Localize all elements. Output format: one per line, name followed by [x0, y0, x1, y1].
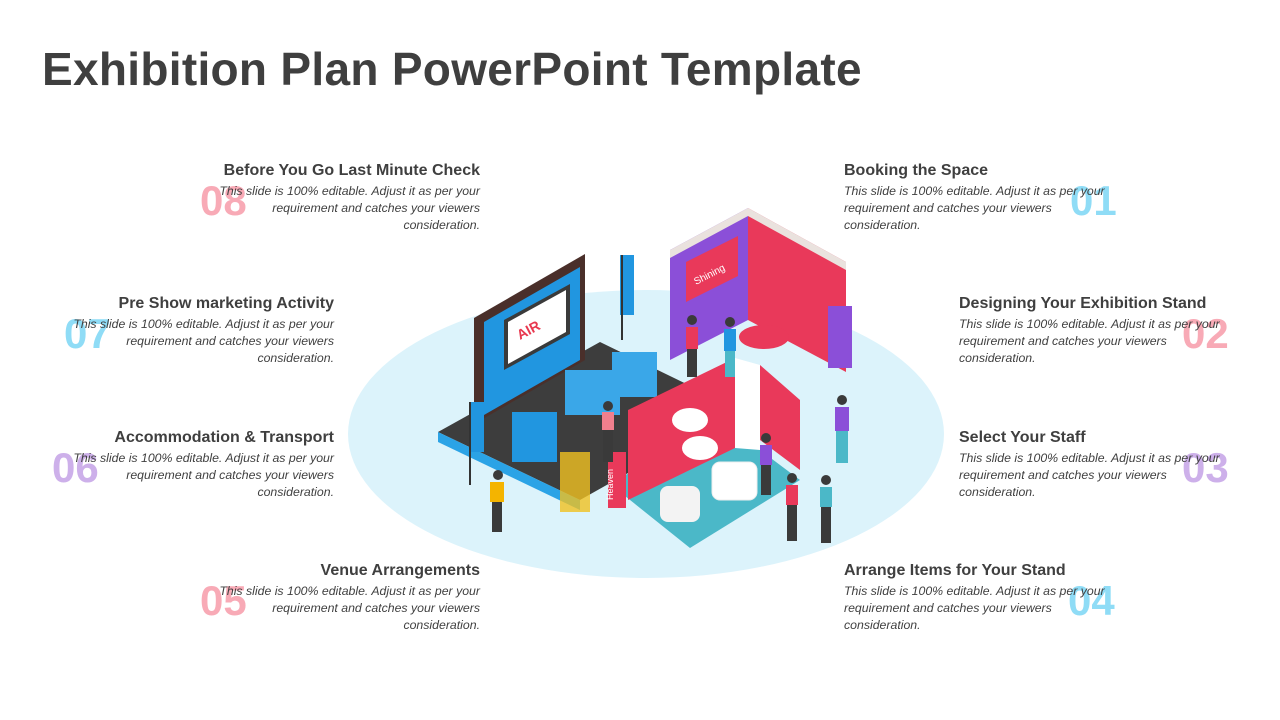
step-title: Venue Arrangements: [320, 562, 480, 579]
step-08: Before You Go Last Minute Check This sli…: [210, 162, 480, 234]
step-01: Booking the Space This slide is 100% edi…: [844, 162, 1114, 234]
step-text: This slide is 100% editable. Adjust it a…: [73, 451, 334, 499]
step-04: Arrange Items for Your Stand This slide …: [844, 562, 1114, 634]
step-text: This slide is 100% editable. Adjust it a…: [219, 584, 480, 632]
step-number-07: 07: [64, 310, 111, 357]
step-text: This slide is 100% editable. Adjust it a…: [219, 184, 480, 232]
step-02: Designing Your Exhibition Stand This sli…: [959, 295, 1229, 367]
step-number-04: 04: [1068, 577, 1115, 624]
step-title: Before You Go Last Minute Check: [223, 162, 480, 179]
step-text: This slide is 100% editable. Adjust it a…: [844, 584, 1105, 632]
step-text: This slide is 100% editable. Adjust it a…: [73, 317, 334, 365]
step-number-03: 03: [1182, 444, 1229, 491]
step-number-06: 06: [52, 444, 99, 491]
step-06: Accommodation & Transport This slide is …: [64, 429, 334, 501]
step-title: Booking the Space: [844, 162, 989, 179]
heaven-sign: Heaven: [605, 469, 615, 500]
step-title: Designing Your Exhibition Stand: [959, 295, 1207, 312]
step-number-05: 05: [200, 577, 247, 624]
step-number-02: 02: [1182, 310, 1229, 357]
step-title: Accommodation & Transport: [114, 429, 334, 446]
step-number-08: 08: [200, 177, 247, 224]
step-07: Pre Show marketing Activity This slide i…: [64, 295, 334, 367]
page-title: Exhibition Plan PowerPoint Template: [42, 43, 862, 95]
step-title: Arrange Items for Your Stand: [844, 562, 1066, 579]
step-text: This slide is 100% editable. Adjust it a…: [959, 451, 1220, 499]
step-title: Pre Show marketing Activity: [118, 295, 334, 312]
step-title: Select Your Staff: [959, 429, 1086, 446]
step-text: This slide is 100% editable. Adjust it a…: [959, 317, 1220, 365]
step-03: Select Your Staff This slide is 100% edi…: [959, 429, 1229, 501]
step-text: This slide is 100% editable. Adjust it a…: [844, 184, 1105, 232]
step-05: Venue Arrangements This slide is 100% ed…: [210, 562, 480, 634]
red-booth-floor: [610, 420, 800, 548]
step-number-01: 01: [1070, 177, 1117, 224]
